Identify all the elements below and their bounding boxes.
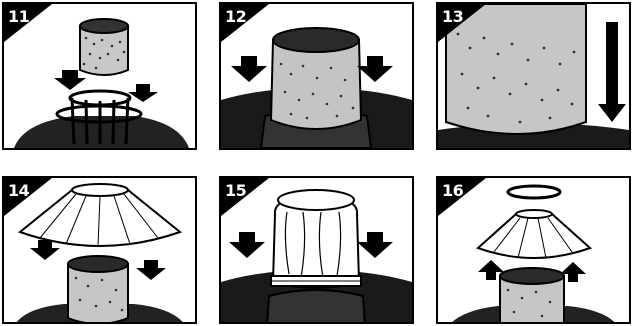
step-number: 16 xyxy=(442,181,463,200)
step-number: 15 xyxy=(225,181,246,200)
step-panel-16: 16 xyxy=(436,176,631,324)
step-panel-12: 12 xyxy=(219,2,414,150)
step-panel-14: 14 xyxy=(2,176,197,324)
step-badge: 15 xyxy=(221,178,269,216)
step-panel-13: 13 xyxy=(436,2,631,150)
step-badge: 16 xyxy=(438,178,486,216)
step-badge: 14 xyxy=(4,178,52,216)
step-badge: 11 xyxy=(4,4,52,42)
step-panel-15: 15 xyxy=(219,176,414,324)
step-number: 13 xyxy=(442,7,463,26)
step-number: 11 xyxy=(8,7,29,26)
step-number: 14 xyxy=(8,181,29,200)
step-badge: 12 xyxy=(221,4,269,42)
step-panel-11: 11 xyxy=(2,2,197,150)
step-number: 12 xyxy=(225,7,246,26)
step-badge: 13 xyxy=(438,4,486,42)
